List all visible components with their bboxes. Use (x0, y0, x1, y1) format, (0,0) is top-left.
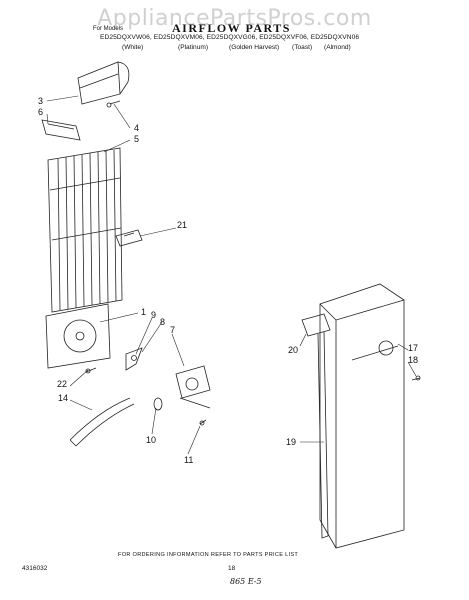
air-duct-top (77, 61, 130, 105)
callout-4: 4 (134, 123, 140, 133)
fan-shroud (45, 303, 111, 369)
color-label-golden-harvest: (Golden Harvest) (229, 44, 280, 51)
color-label-platinum: (Platinum) (178, 44, 209, 51)
callout-10: 10 (146, 435, 157, 445)
callout-18: 18 (408, 355, 419, 365)
damper-baffle (41, 119, 81, 141)
callout-5: 5 (134, 134, 140, 144)
callout-14: 14 (58, 393, 69, 403)
rear-cover-panel (319, 283, 405, 549)
for-models-label: For Models (93, 26, 124, 32)
fan-blade (125, 347, 143, 371)
callout-9: 9 (151, 310, 157, 320)
screw-motor-mount (199, 419, 207, 426)
watermark: AppliancePartsPros.com (97, 6, 372, 31)
control-knob (115, 229, 143, 247)
page-title: AIRFLOW PARTS (172, 21, 291, 35)
handwritten-note: 865 E-5 (230, 577, 262, 586)
callout-19: 19 (286, 437, 297, 447)
callout-20: 20 (288, 345, 299, 355)
screw-upper (106, 100, 121, 108)
air-grille-panel (47, 147, 123, 313)
document-number: 4316032 (22, 565, 48, 572)
callout-7: 7 (170, 325, 176, 335)
color-label-toast: (Toast) (292, 44, 313, 51)
color-label-almond: (Almond) (324, 44, 351, 51)
callout-17: 17 (408, 343, 419, 353)
screw-cover (411, 375, 421, 381)
wire-harness (69, 397, 135, 447)
callout-22: 22 (57, 379, 68, 389)
callout-11: 11 (184, 455, 194, 465)
callout-6: 6 (38, 107, 44, 117)
callout-8: 8 (160, 317, 166, 327)
ordering-info-note: FOR ORDERING INFORMATION REFER TO PARTS … (118, 552, 299, 558)
callout-21: 21 (177, 220, 188, 230)
model-numbers: ED25DQXVW06, ED25DQXVM06, ED25DQXVG06, E… (100, 34, 360, 41)
callout-1: 1 (141, 307, 147, 317)
fan-motor (175, 365, 211, 409)
color-label-white: (White) (122, 44, 144, 51)
page-number: 18 (228, 565, 236, 572)
gasket-strip (301, 313, 331, 539)
grommet (153, 397, 163, 411)
callout-leader-lines (46, 95, 417, 455)
screw-shroud (85, 367, 97, 374)
callout-3: 3 (38, 96, 44, 106)
